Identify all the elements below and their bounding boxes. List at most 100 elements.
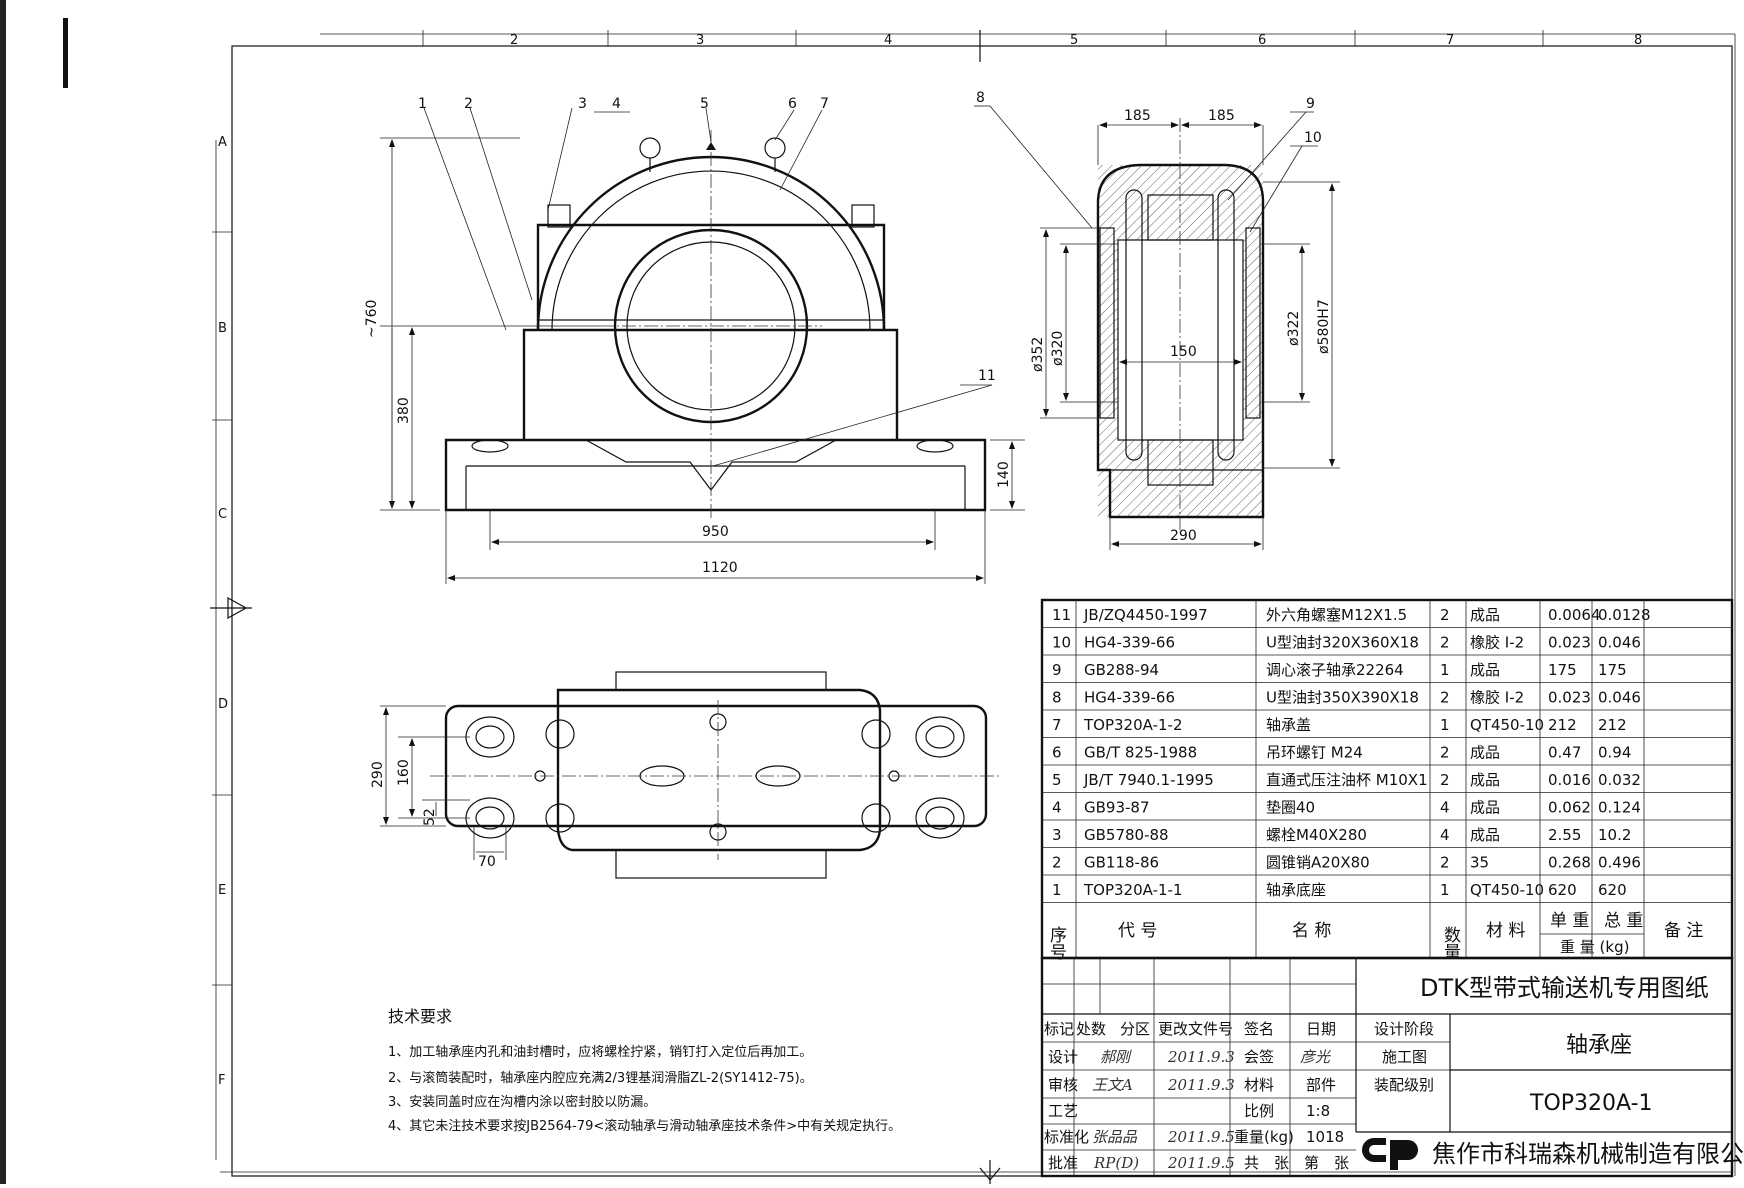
zone-row-label: D — [218, 697, 228, 712]
bom-cell-no: 5 — [1052, 771, 1062, 789]
bom-cell-total: 0.046 — [1598, 689, 1641, 707]
tb-label-design: 设计 — [1048, 1048, 1078, 1066]
bom-cell-code: JB/ZQ4450-1997 — [1083, 606, 1208, 624]
balloon-label: 11 — [978, 368, 996, 384]
company-name: 焦作市科瑞森机械制造有限公司 — [1432, 1140, 1744, 1168]
balloon-label: 8 — [976, 90, 985, 106]
zone-row-label: C — [218, 507, 227, 522]
tb-label-sheet: 张 — [1274, 1154, 1289, 1172]
tech-item: 2、与滚筒装配时，轴承座内腔应充满2/3锂基润滑脂ZL-2(SY1412-75)… — [388, 1070, 813, 1086]
tb-label-sign: 签名 — [1244, 1020, 1274, 1038]
bom-cell-no: 9 — [1052, 661, 1062, 679]
bom-cell-total: 0.94 — [1598, 744, 1631, 762]
bom-cell-qty: 2 — [1440, 771, 1450, 789]
bom-cell-total: 10.2 — [1598, 826, 1631, 844]
balloon-label: 4 — [612, 96, 621, 112]
tech-item: 1、加工轴承座内孔和油封槽时，应将螺栓拧紧，销钉打入定位后再加工。 — [388, 1044, 812, 1060]
bom-cell-qty: 1 — [1440, 716, 1450, 734]
bom-cell-name: 螺栓M40X280 — [1266, 826, 1367, 844]
dim-plan-base-width: 290 — [370, 761, 386, 788]
bom-cell-code: TOP320A-1-1 — [1083, 881, 1183, 899]
bom-header-name: 名 称 — [1292, 921, 1331, 941]
bom-cell-no: 6 — [1052, 744, 1062, 762]
bom-header-material: 材 料 — [1486, 921, 1525, 941]
bom-cell-total: 0.496 — [1598, 854, 1641, 872]
bom-cell-qty: 4 — [1440, 826, 1450, 844]
bom-cell-unit: 175 — [1548, 661, 1577, 679]
signature-standard: 张品品 — [1092, 1128, 1138, 1146]
bom-cell-name: 调心滚子轴承22264 — [1266, 661, 1404, 679]
balloon-label: 3 — [578, 96, 587, 112]
centering-mark-left — [210, 596, 252, 620]
zone-row-labels: A B C D E F — [212, 135, 232, 1088]
bom-cell-qty: 1 — [1440, 661, 1450, 679]
tb-label-process: 工艺 — [1048, 1102, 1078, 1120]
bom-cell-code: GB5780-88 — [1084, 826, 1169, 844]
bom-cell-material: 成品 — [1470, 771, 1500, 789]
dim-inner-width: 150 — [1170, 344, 1197, 360]
zone-col-label: 4 — [884, 33, 892, 48]
signature-countersign: 彦光 — [1300, 1048, 1331, 1066]
bom-cell-code: GB288-94 — [1084, 661, 1159, 679]
tech-item: 4、其它未注技术要求按JB2564-79<滚动轴承与滑动轴承座技术条件>中有关规… — [388, 1118, 901, 1134]
bom-cell-unit: 212 — [1548, 716, 1577, 734]
bom-cell-name: 直通式压注油杯 M10X1 — [1266, 771, 1428, 789]
bom-cell-name: 轴承盖 — [1266, 716, 1311, 734]
bom-cell-material: 橡胶 I-2 — [1470, 689, 1524, 707]
zone-col-label: 5 — [1070, 33, 1078, 48]
title-block: 标记 处数 分区 更改文件号 签名 日期 设计阶段 施工图 装配级别 设计 审核… — [1040, 956, 1744, 1178]
bom-cell-name: 外六角螺塞M12X1.5 — [1266, 606, 1407, 624]
bom-cell-total: 0.124 — [1598, 799, 1641, 817]
dim-seal-dia-left: ø352 — [1030, 337, 1046, 372]
tech-item: 3、安装同盖时应在沟槽内涂以密封胶以防漏。 — [388, 1094, 656, 1110]
company-logo — [1362, 1138, 1418, 1170]
tb-scale: 1:8 — [1306, 1102, 1330, 1120]
bom-cell-total: 0.032 — [1598, 771, 1641, 789]
bom-cell-material: 成品 — [1470, 606, 1500, 624]
bom-cell-unit: 0.062 — [1548, 799, 1591, 817]
bom-header-weight: 重 量 (kg) — [1560, 938, 1629, 956]
balloon-label: 6 — [788, 96, 797, 112]
dim-half-width-left: 185 — [1124, 108, 1151, 124]
dim-seal-dia-right: ø322 — [1286, 311, 1302, 346]
bom-cell-name: 轴承底座 — [1266, 881, 1326, 899]
tb-construction: 施工图 — [1382, 1048, 1427, 1066]
bom-cell-code: GB93-87 — [1084, 799, 1150, 817]
balloon-label: 1 — [418, 96, 427, 112]
bom-cell-name: 圆锥销A20X80 — [1266, 854, 1370, 872]
bom-header-unit: 单 重 — [1550, 911, 1589, 931]
outer-frame — [231, 45, 1733, 1177]
dim-bolt-span: 950 — [702, 524, 729, 540]
tb-design-date: 2011.9.3 — [1167, 1048, 1235, 1066]
tb-label-approve: 批准 — [1048, 1154, 1078, 1172]
bom-cell-unit: 0.023 — [1548, 689, 1591, 707]
dim-center-height: 380 — [396, 397, 412, 424]
tb-assembly-level: 装配级别 — [1374, 1076, 1434, 1094]
dim-bore-dia: ø320 — [1050, 331, 1066, 366]
bom-cell-unit: 0.016 — [1548, 771, 1591, 789]
bom-header: 序号 代 号 名 称 数量 材 料 单 重 总 重 重 量 (kg) 备 注 — [1046, 911, 1703, 961]
bom-cell-no: 11 — [1052, 606, 1071, 624]
dim-plan-hole-offset: 52 — [422, 808, 438, 826]
dim-housing-dia: ø580H7 — [1316, 299, 1332, 354]
bom-cell-no: 2 — [1052, 854, 1062, 872]
bom-header-total: 总 重 — [1604, 911, 1643, 931]
zone-row-label: E — [218, 883, 226, 898]
bom-cell-total: 175 — [1598, 661, 1627, 679]
bom-header-code: 代 号 — [1118, 921, 1157, 941]
bom-cell-name: U型油封320X360X18 — [1266, 634, 1419, 652]
balloon-label: 5 — [700, 96, 709, 112]
tb-label-count: 处数 — [1076, 1020, 1106, 1038]
zone-row-label: B — [218, 321, 227, 336]
bom-cell-qty: 4 — [1440, 799, 1450, 817]
bom-cell-unit: 0.47 — [1548, 744, 1581, 762]
zone-column-labels: 2 3 4 5 6 7 8 — [422, 30, 1642, 62]
dim-base-length: 1120 — [702, 560, 738, 576]
bom-cell-qty: 2 — [1440, 854, 1450, 872]
bom-cell-material: QT450-10 — [1470, 716, 1544, 734]
scan-edge — [0, 0, 6, 1184]
balloon-label: 9 — [1306, 96, 1315, 112]
bom-cell-unit: 0.023 — [1548, 634, 1591, 652]
bom-header-qty: 数量 — [1440, 926, 1461, 960]
